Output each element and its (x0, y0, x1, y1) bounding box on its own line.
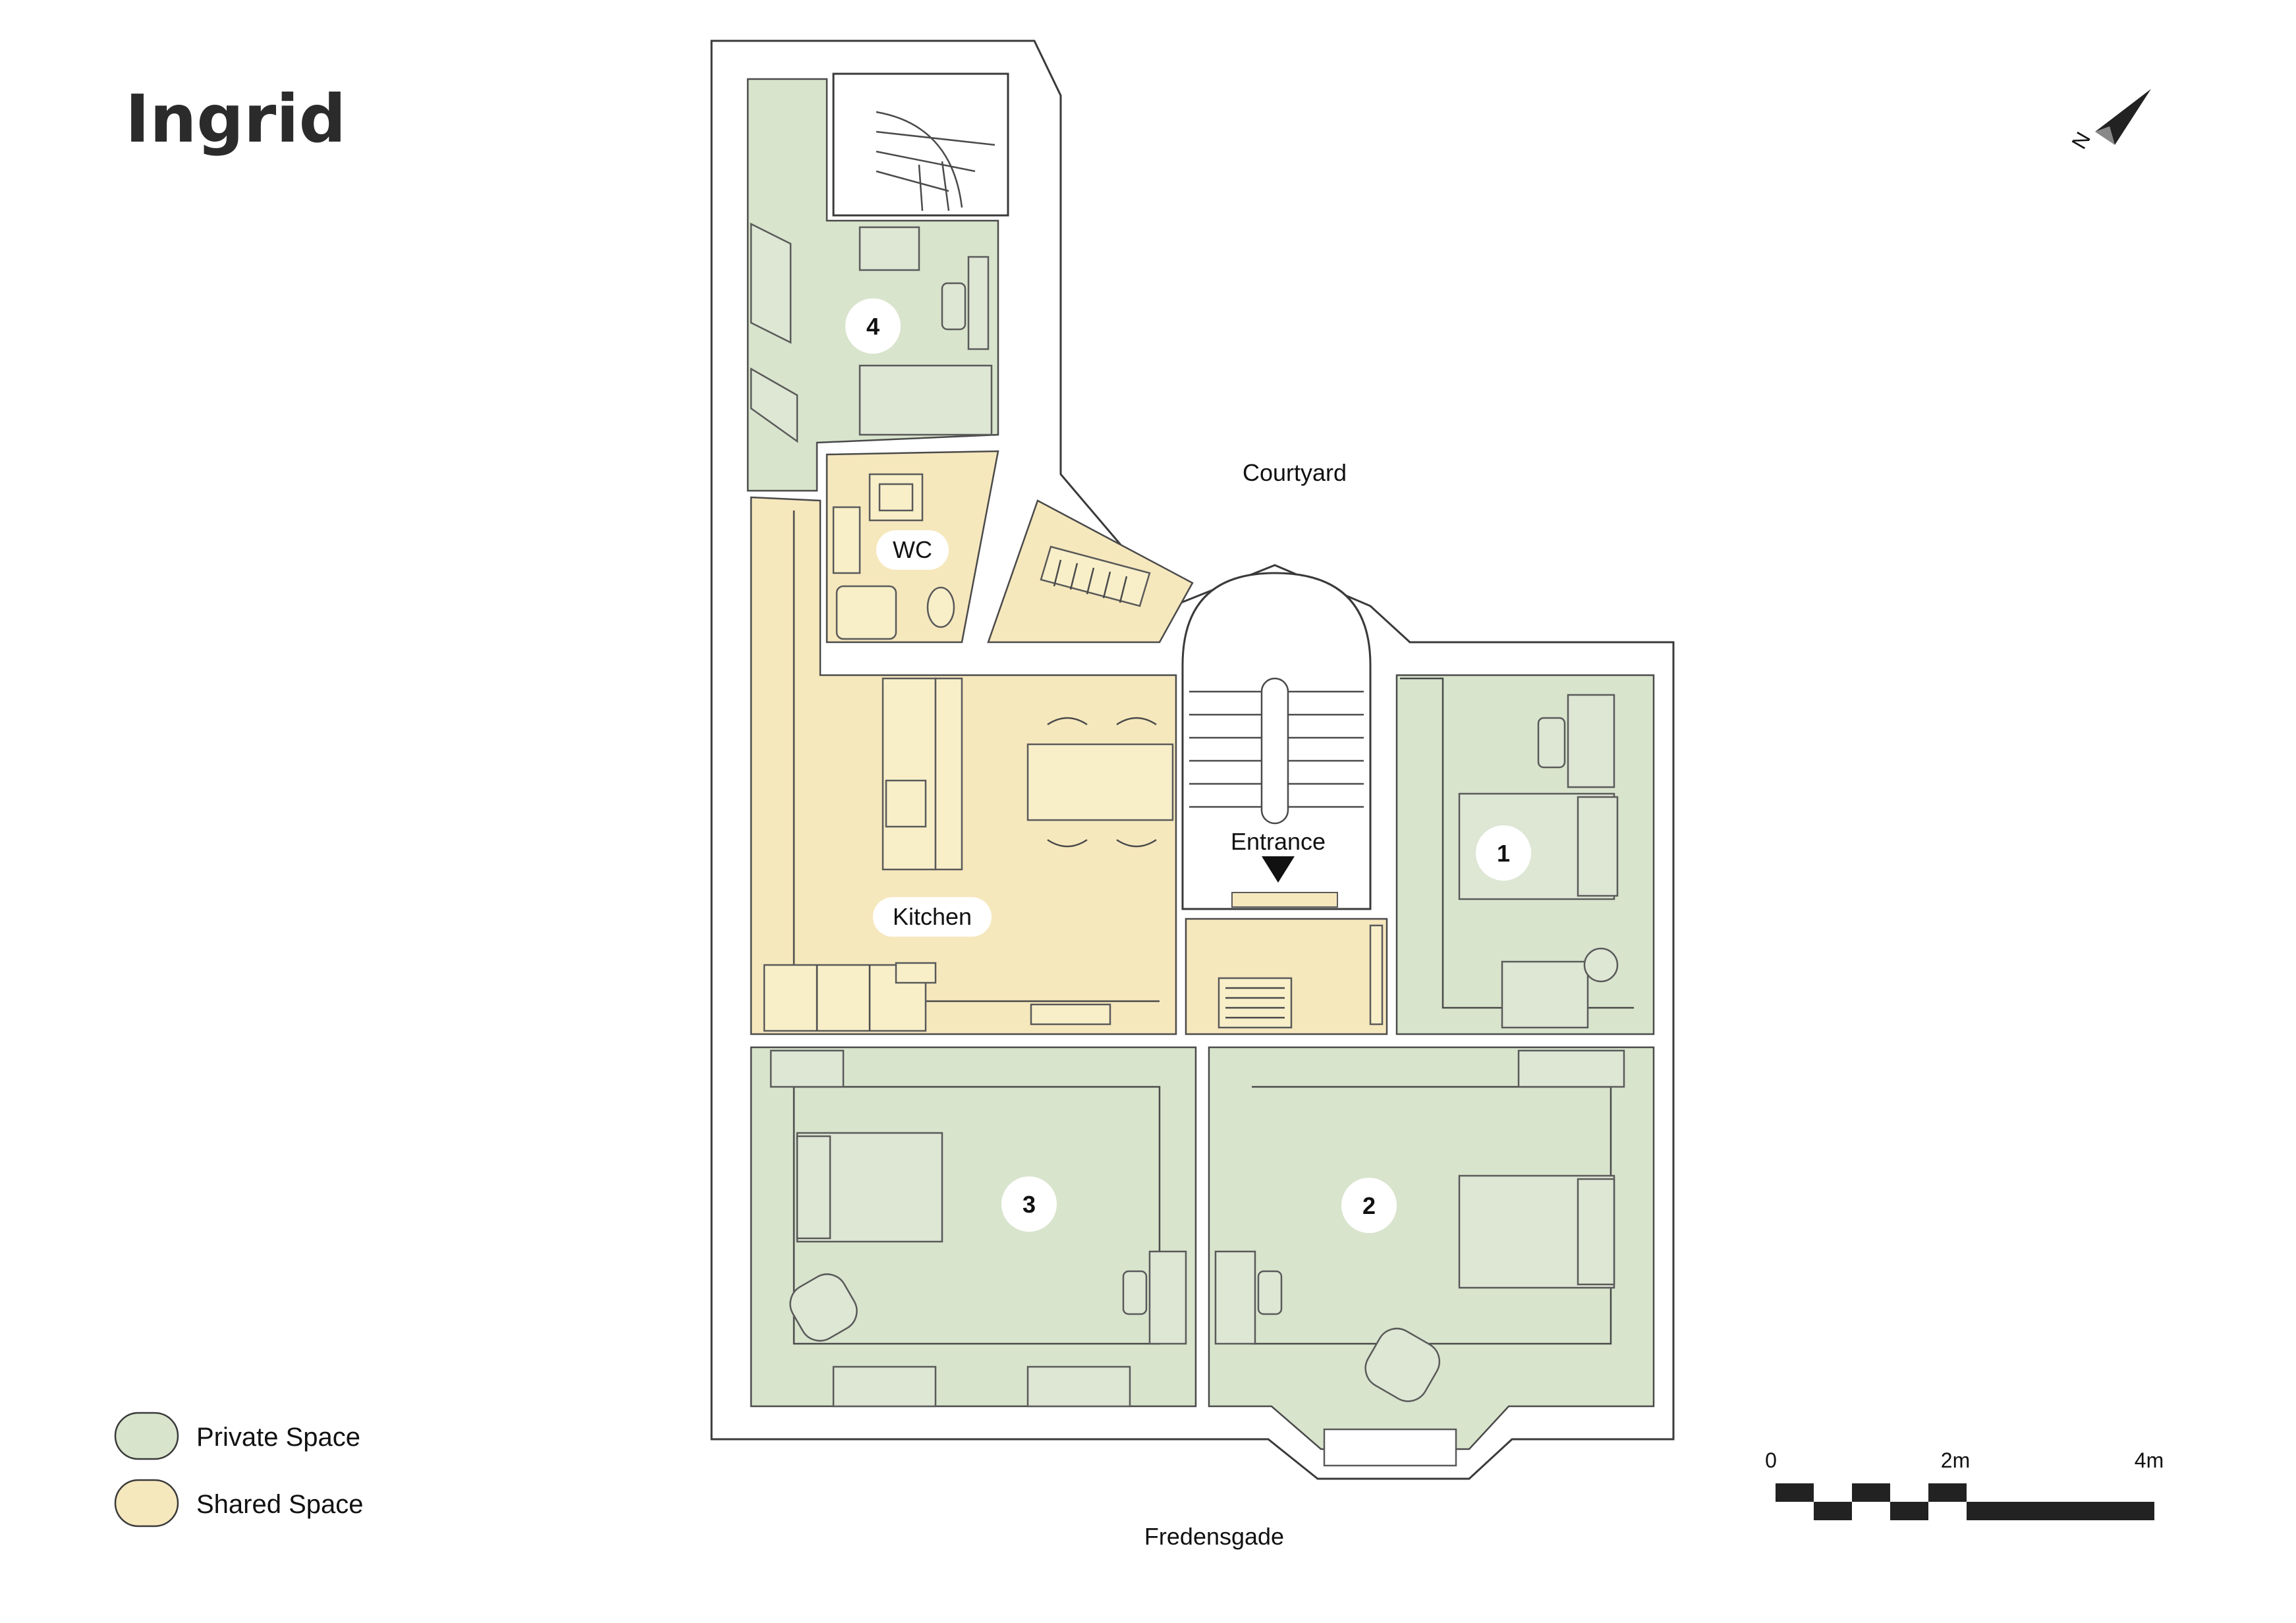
north-arrow-icon: N (2067, 89, 2151, 153)
shared-storage (987, 499, 1194, 644)
wc-label: WC (893, 536, 932, 563)
entrance-vestibule (1185, 918, 1388, 1035)
courtyard-label: Courtyard (1243, 459, 1347, 486)
room-3 (750, 1046, 1197, 1408)
badge-room-4-number: 4 (866, 313, 880, 340)
legend-item-shared: Shared Space (114, 1479, 364, 1527)
entrance-arrow-icon (1262, 856, 1295, 883)
room-kitchen (750, 496, 1177, 1035)
fredensgade-label: Fredensgade (1144, 1523, 1284, 1550)
legend-label-shared: Shared Space (196, 1490, 364, 1519)
badge-kitchen: Kitchen (873, 897, 992, 937)
badge-wc: WC (876, 530, 949, 570)
legend: Private Space Shared Space (114, 1412, 364, 1527)
room-4 (746, 72, 1009, 492)
scale-tick-2m: 2m (1941, 1448, 1970, 1472)
compass-letter: N (2067, 128, 2095, 153)
scale-tick-0: 0 (1765, 1448, 1777, 1472)
badge-room-2: 2 (1341, 1178, 1397, 1233)
entrance-hall (1181, 572, 1372, 910)
badge-room-3: 3 (1001, 1176, 1057, 1232)
badge-room-2-number: 2 (1362, 1192, 1376, 1219)
scale-bar: 0 2m 4m (1765, 1448, 2164, 1520)
legend-label-private: Private Space (196, 1423, 360, 1452)
room-2 (1208, 1046, 1655, 1467)
legend-item-private: Private Space (114, 1412, 360, 1460)
entrance-label: Entrance (1231, 828, 1326, 855)
badge-room-1: 1 (1476, 825, 1531, 881)
scale-tick-4m: 4m (2135, 1448, 2164, 1472)
page-title: Ingrid (125, 80, 346, 157)
kitchen-label: Kitchen (893, 903, 972, 930)
badge-room-3-number: 3 (1022, 1191, 1036, 1218)
badge-room-1-number: 1 (1497, 840, 1510, 867)
badge-room-4: 4 (845, 298, 901, 354)
